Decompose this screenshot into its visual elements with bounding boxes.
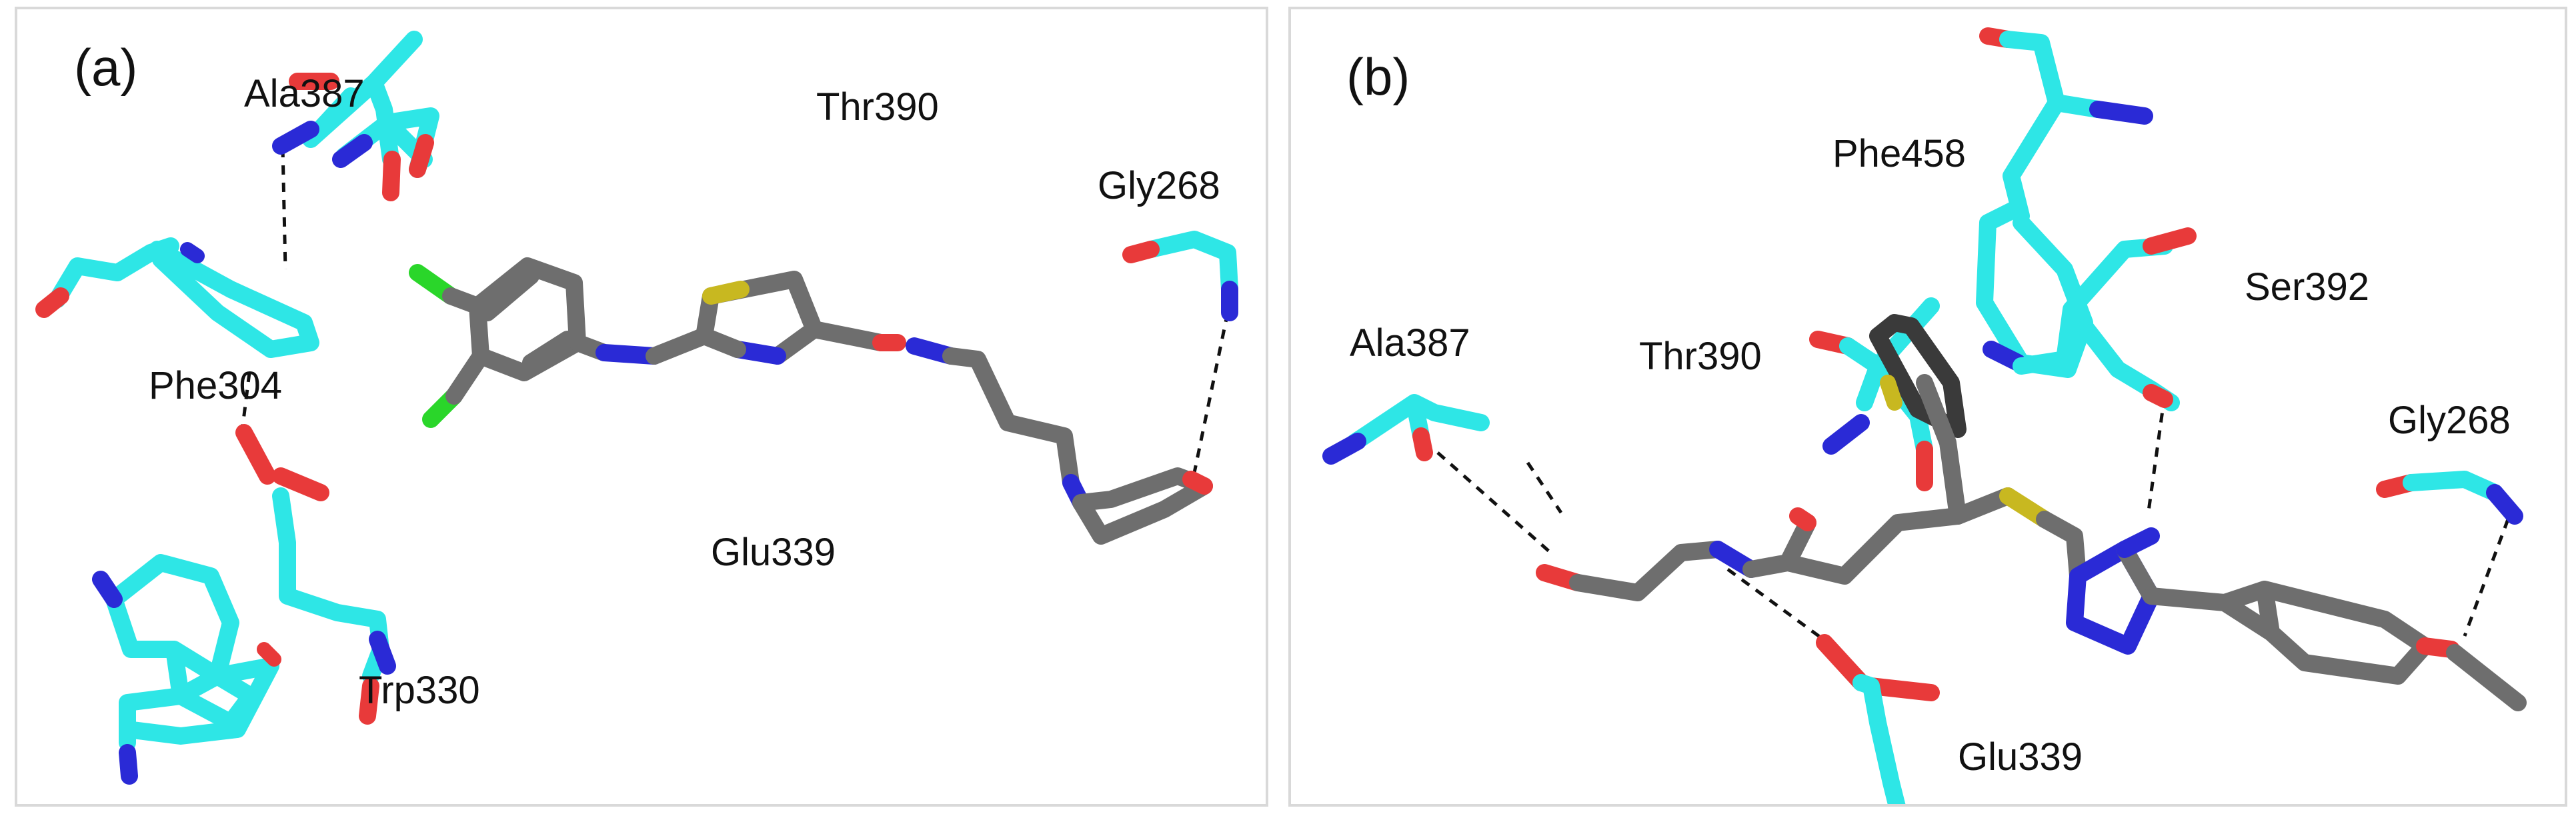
panel-b-structure (1322, 27, 2527, 804)
residue-label-phe458-b: Phe458 (1832, 132, 1966, 175)
ligand-b (1536, 374, 2527, 711)
residue-glu339-b (1816, 634, 1940, 804)
residue-label-glu339-b: Glu339 (1958, 735, 2083, 779)
hbond-gly268 (1192, 312, 1230, 473)
residue-label-phe304-a: Phe304 (149, 364, 282, 407)
residue-label-thr390-b: Thr390 (1639, 335, 1762, 378)
residue-glu339-a (235, 424, 396, 725)
hbond-thr390 (281, 147, 287, 270)
panel-a-label: (a) (74, 38, 138, 97)
hbond-glu339 (1726, 567, 1829, 645)
panel-a: (a) Ala387 Thr390 Gly268 Phe304 Glu339 T… (15, 7, 1268, 807)
residue-label-gly268-a: Gly268 (1098, 164, 1220, 207)
panel-b-hbonds (1436, 395, 2510, 645)
panel-a-hbonds (241, 147, 1230, 473)
residue-label-thr390-a: Thr390 (816, 85, 939, 129)
residue-label-ala387-b: Ala387 (1350, 321, 1470, 365)
residue-label-trp330-a: Trp330 (359, 669, 480, 712)
residue-ala387-b (1322, 394, 1490, 465)
residue-thr390-a (272, 31, 423, 201)
residue-label-gly268-b: Gly268 (2388, 399, 2511, 442)
hbond-ala387 (1436, 451, 1556, 557)
hbond-glu339 (241, 372, 251, 427)
residue-phe304-a (35, 237, 319, 358)
residue-ser392-b (2013, 227, 2197, 411)
residue-label-ala387-a: Ala387 (244, 72, 365, 115)
residue-label-glu339-a: Glu339 (711, 531, 836, 574)
panel-b: (b) Phe458 Ser392 Ala387 Thr390 Gly268 G… (1288, 7, 2567, 807)
residue-gly268-b (2376, 471, 2523, 525)
panel-b-label: (b) (1346, 47, 1410, 106)
hbond-thr390 (1526, 461, 1563, 514)
panel-a-structure (35, 31, 1238, 785)
residue-phe458-b (1976, 27, 2153, 378)
residue-gly268-a (1122, 231, 1238, 321)
residue-trp330-a (92, 554, 281, 785)
hbond-ser392 (2146, 395, 2167, 517)
residue-label-ser392-b: Ser392 (2245, 265, 2370, 309)
ligand-a (409, 257, 1213, 545)
hbond-gly268 (2463, 519, 2510, 637)
ligand-b-thiophenyl (1869, 314, 1967, 438)
